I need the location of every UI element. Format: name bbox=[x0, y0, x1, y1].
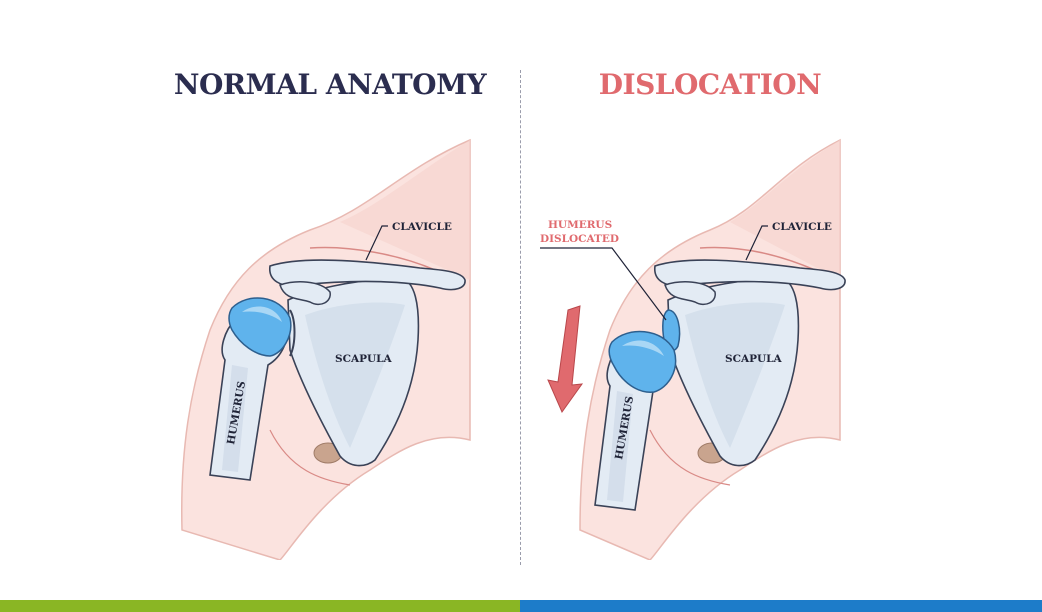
scapula-label: SCAPULA bbox=[725, 353, 783, 365]
humerus-dislocated-label-line2: DISLOCATED bbox=[540, 233, 619, 245]
humeral-head-cartilage bbox=[608, 330, 677, 393]
glenoid bbox=[289, 309, 296, 357]
humerus-shade bbox=[222, 365, 248, 472]
skin-shadow bbox=[340, 140, 470, 280]
down-arrow-icon bbox=[547, 305, 584, 414]
humerus-shade bbox=[607, 391, 633, 502]
acromion bbox=[279, 281, 331, 306]
humeral-head-highlight bbox=[622, 340, 664, 356]
scapula-shade bbox=[305, 302, 405, 448]
normal-shoulder-svg: CLAVICLE SCAPULA HUMERUS bbox=[181, 138, 471, 560]
dislocation-leader bbox=[540, 247, 667, 321]
clavicle-label: CLAVICLE bbox=[392, 221, 452, 233]
normal-anatomy-title: NORMAL ANATOMY bbox=[173, 68, 487, 101]
dashed-divider bbox=[520, 70, 521, 565]
acromion bbox=[664, 281, 716, 306]
scapula-shade bbox=[685, 302, 785, 448]
dislocated-shoulder-svg: CLAVICLE SCAPULA HUMERUS HUMERUS DISLOCA… bbox=[540, 138, 846, 560]
chest-line bbox=[269, 429, 351, 486]
scapula-label: SCAPULA bbox=[335, 353, 393, 365]
skin-crease bbox=[699, 246, 816, 271]
footer-bar-blue bbox=[520, 600, 1042, 612]
dislocation-illustration: CLAVICLE SCAPULA HUMERUS HUMERUS DISLOCA… bbox=[540, 130, 860, 560]
skin-crease bbox=[309, 246, 436, 271]
normal-anatomy-illustration: CLAVICLE SCAPULA HUMERUS bbox=[170, 130, 490, 560]
dislocation-title: DISLOCATION bbox=[598, 68, 822, 101]
clavicle-leader bbox=[365, 225, 388, 261]
chest-line bbox=[649, 429, 731, 486]
humerus-dislocated-label-line1: HUMERUS bbox=[548, 219, 612, 231]
skin-shadow bbox=[730, 140, 840, 280]
humeral-head-highlight bbox=[242, 306, 282, 322]
clavicle-leader bbox=[745, 225, 768, 261]
footer-bar-green bbox=[0, 600, 520, 612]
clavicle-label: CLAVICLE bbox=[772, 221, 832, 233]
